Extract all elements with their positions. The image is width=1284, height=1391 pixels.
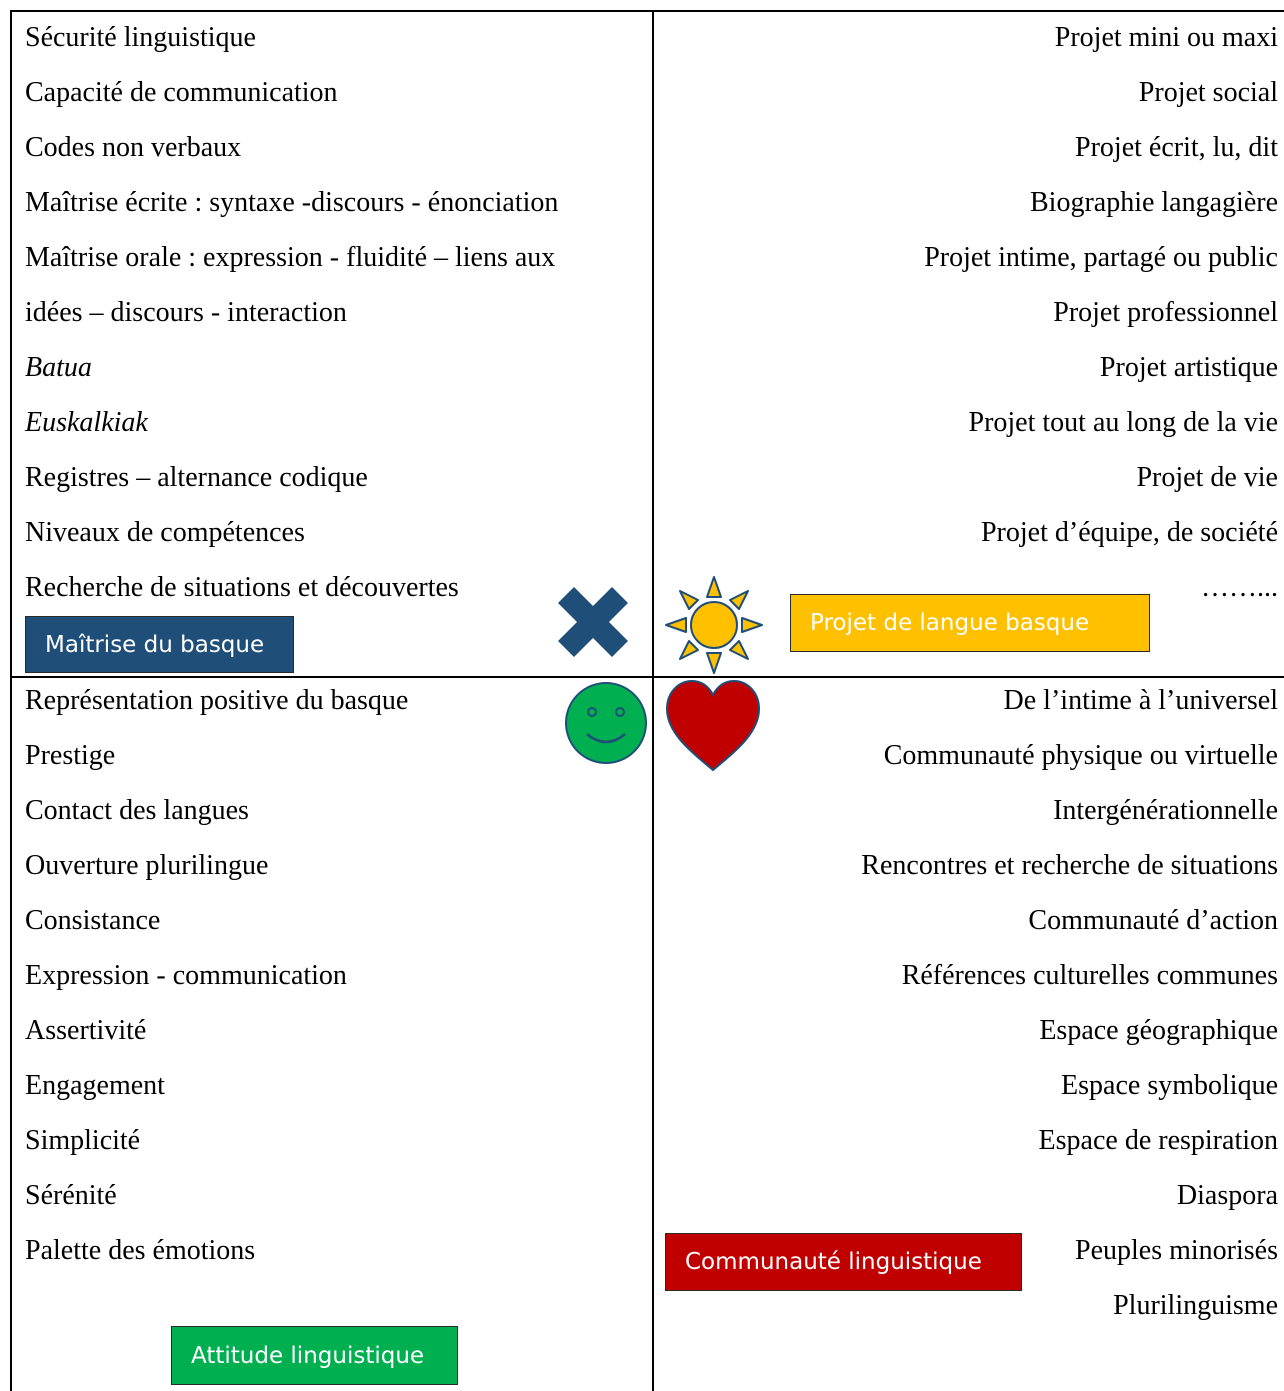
list-item: Sérénité <box>25 1180 117 1211</box>
list-item: Contact des langues <box>25 795 249 826</box>
list-item: Euskalkiak <box>25 407 148 438</box>
list-item: Peuples minorisés <box>1075 1235 1278 1266</box>
maitrise-list: Sécurité linguistique Capacité de commun… <box>25 10 645 615</box>
list-item: Espace géographique <box>1039 1015 1278 1046</box>
list-item: Expression - communication <box>25 960 347 991</box>
list-item: Biographie langagière <box>1029 187 1278 218</box>
list-item: De l’intime à l’universel <box>1003 685 1278 716</box>
list-item: Maîtrise orale : expression - fluidité –… <box>25 242 556 273</box>
list-item: Palette des émotions <box>25 1235 256 1266</box>
smiley-icon <box>565 682 647 764</box>
sun-icon <box>665 576 763 674</box>
attitude-list: Représentation positive du basque Presti… <box>25 673 645 1278</box>
list-item: Maîtrise écrite : syntaxe -discours - én… <box>25 187 559 218</box>
list-item: Consistance <box>25 905 161 936</box>
list-item: Plurilinguisme <box>1113 1290 1278 1321</box>
projet-list: Projet mini ou maxi Projet social Projet… <box>658 10 1278 615</box>
attitude-label: Attitude linguistique <box>171 1326 458 1385</box>
list-item: Projet social <box>1138 77 1278 108</box>
list-item: Références culturelles communes <box>901 960 1278 991</box>
list-item: Projet artistique <box>1099 352 1278 383</box>
quadrant-grid <box>10 10 1284 1391</box>
cross-icon <box>558 587 628 657</box>
list-item: Recherche de situations et découvertes <box>25 572 459 603</box>
list-item: Simplicité <box>25 1125 141 1156</box>
heart-icon <box>665 679 761 772</box>
list-item: Projet mini ou maxi <box>1054 22 1278 53</box>
list-item: Batua <box>25 352 92 383</box>
list-item: Capacité de communication <box>25 77 338 108</box>
list-item: Intergénérationnelle <box>1053 795 1278 826</box>
list-item: Projet professionnel <box>1053 297 1278 328</box>
list-item: Projet tout au long de la vie <box>968 407 1279 438</box>
list-item: Diaspora <box>1176 1180 1278 1211</box>
list-item: Rencontres et recherche de situations <box>861 850 1278 881</box>
list-item: Prestige <box>25 740 116 771</box>
horizontal-divider <box>10 676 1284 678</box>
list-item: Projet écrit, lu, dit <box>1075 132 1278 163</box>
list-item: Projet d’équipe, de société <box>980 517 1278 548</box>
list-item: Représentation positive du basque <box>25 685 409 716</box>
list-item: Espace symbolique <box>1061 1070 1278 1101</box>
list-item: Communauté d’action <box>1028 905 1278 936</box>
list-item: Niveaux de compétences <box>25 517 305 548</box>
list-item: Engagement <box>25 1070 165 1101</box>
list-item: Ouverture plurilingue <box>25 850 269 881</box>
list-item: Projet intime, partagé ou public <box>924 242 1278 273</box>
vertical-divider <box>652 10 654 1391</box>
communaute-label: Communauté linguistique <box>665 1233 1022 1291</box>
list-item: Assertivité <box>25 1015 147 1046</box>
list-item: Registres – alternance codique <box>25 462 368 493</box>
list-item: Projet de vie <box>1136 462 1278 493</box>
list-item: Sécurité linguistique <box>25 22 256 53</box>
list-item: Codes non verbaux <box>25 132 242 163</box>
list-item: Communauté physique ou virtuelle <box>883 740 1278 771</box>
list-item: idées – discours - interaction <box>25 297 347 328</box>
list-item: ……... <box>1201 572 1278 603</box>
projet-label: Projet de langue basque <box>790 594 1150 652</box>
maitrise-label: Maîtrise du basque <box>25 616 294 673</box>
list-item: Espace de respiration <box>1038 1125 1278 1156</box>
communaute-list: De l’intime à l’universel Communauté phy… <box>658 673 1278 1333</box>
